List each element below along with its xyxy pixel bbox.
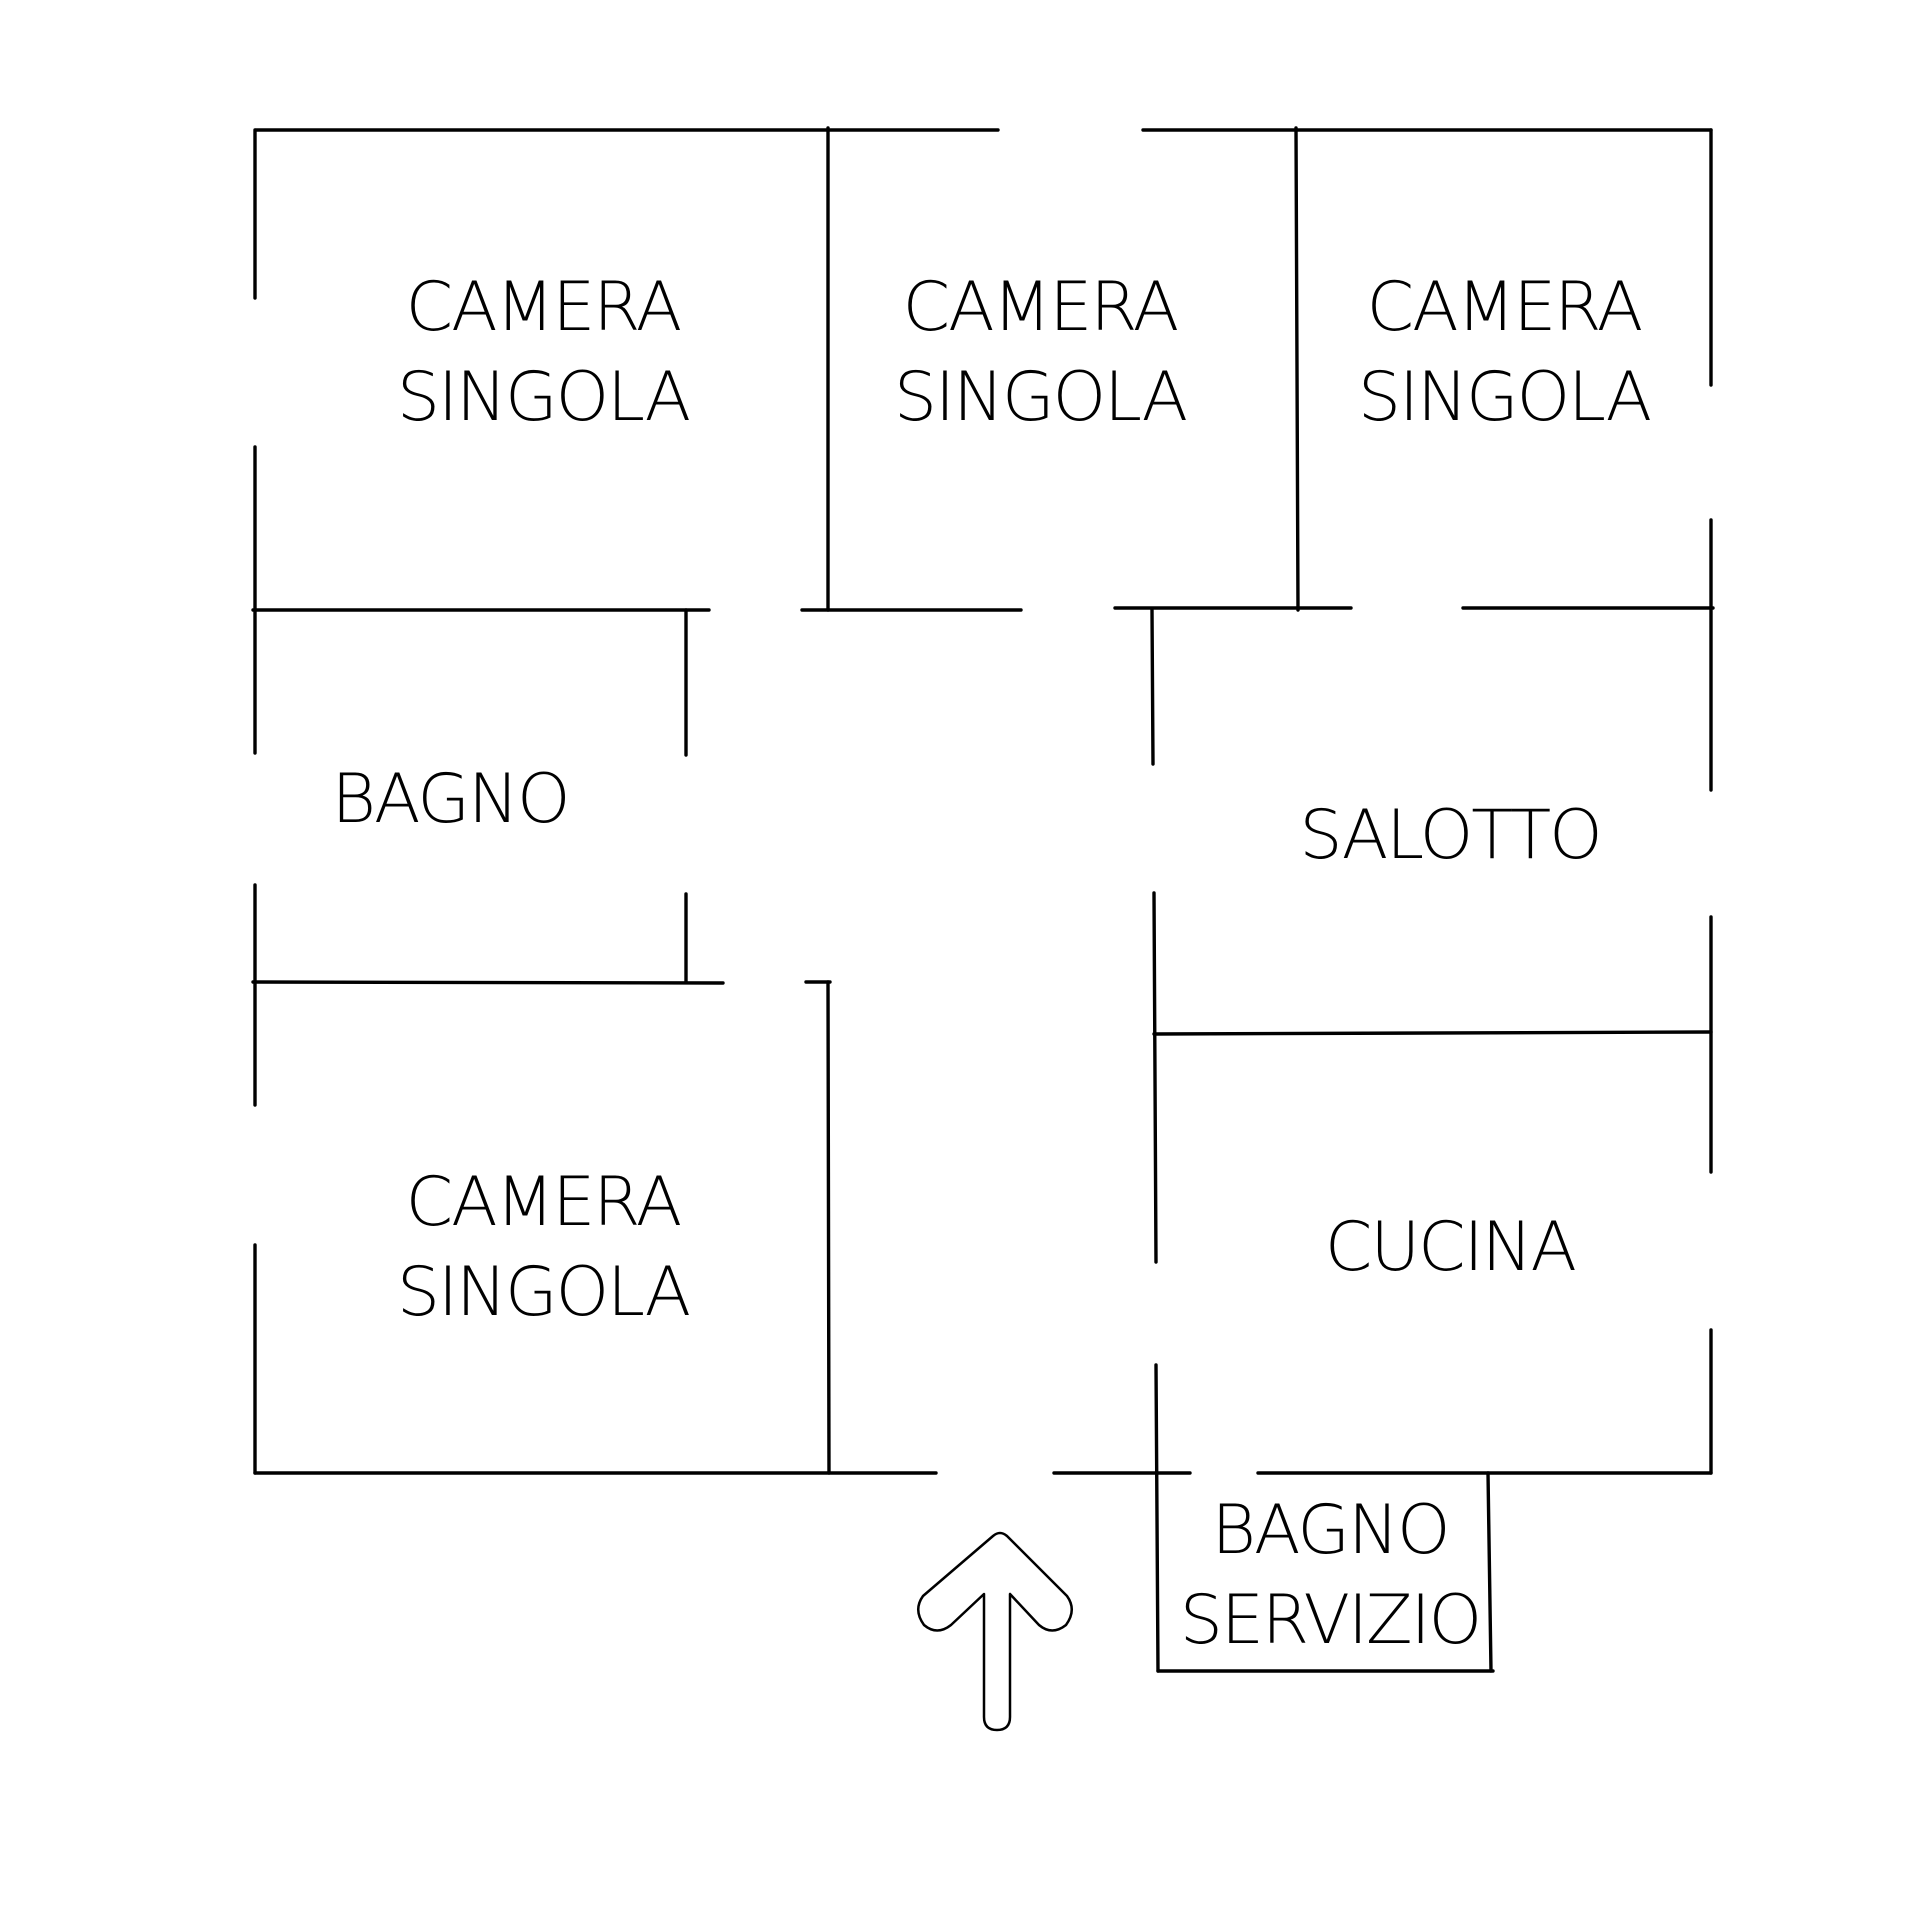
room-label: SINGOLA [894,358,1187,437]
room-label: SALOTTO [1299,796,1600,875]
room-labels: CAMERA SINGOLA CAMERA SINGOLA CAMERA SIN… [332,268,1653,1660]
room-label: CAMERA [406,268,681,347]
room-label: CAMERA [1367,268,1642,347]
wall-inner-h5 [251,980,725,985]
room-label: BAGNO [332,760,569,839]
wall-inner-v7 [1152,891,1158,1264]
room-label: CAMERA [406,1163,681,1242]
wall-inner-v2 [1294,126,1300,612]
arrow-up-icon [917,1531,1073,1732]
room-label: SERVIZIO [1180,1581,1480,1660]
wall-inner-v9 [1486,1471,1493,1673]
room-label: BAGNO [1212,1491,1449,1570]
room-label: SINGOLA [1358,358,1651,437]
wall-inner-v6 [1150,608,1155,766]
room-label: CUCINA [1325,1208,1576,1287]
wall-inner-h7 [1152,1030,1713,1036]
room-label: SINGOLA [397,358,690,437]
room-label: CAMERA [903,268,1178,347]
wall-inner-v8 [1154,1363,1160,1673]
walls [251,126,1715,1673]
wall-inner-v5 [826,980,831,1475]
room-label: SINGOLA [397,1253,690,1332]
